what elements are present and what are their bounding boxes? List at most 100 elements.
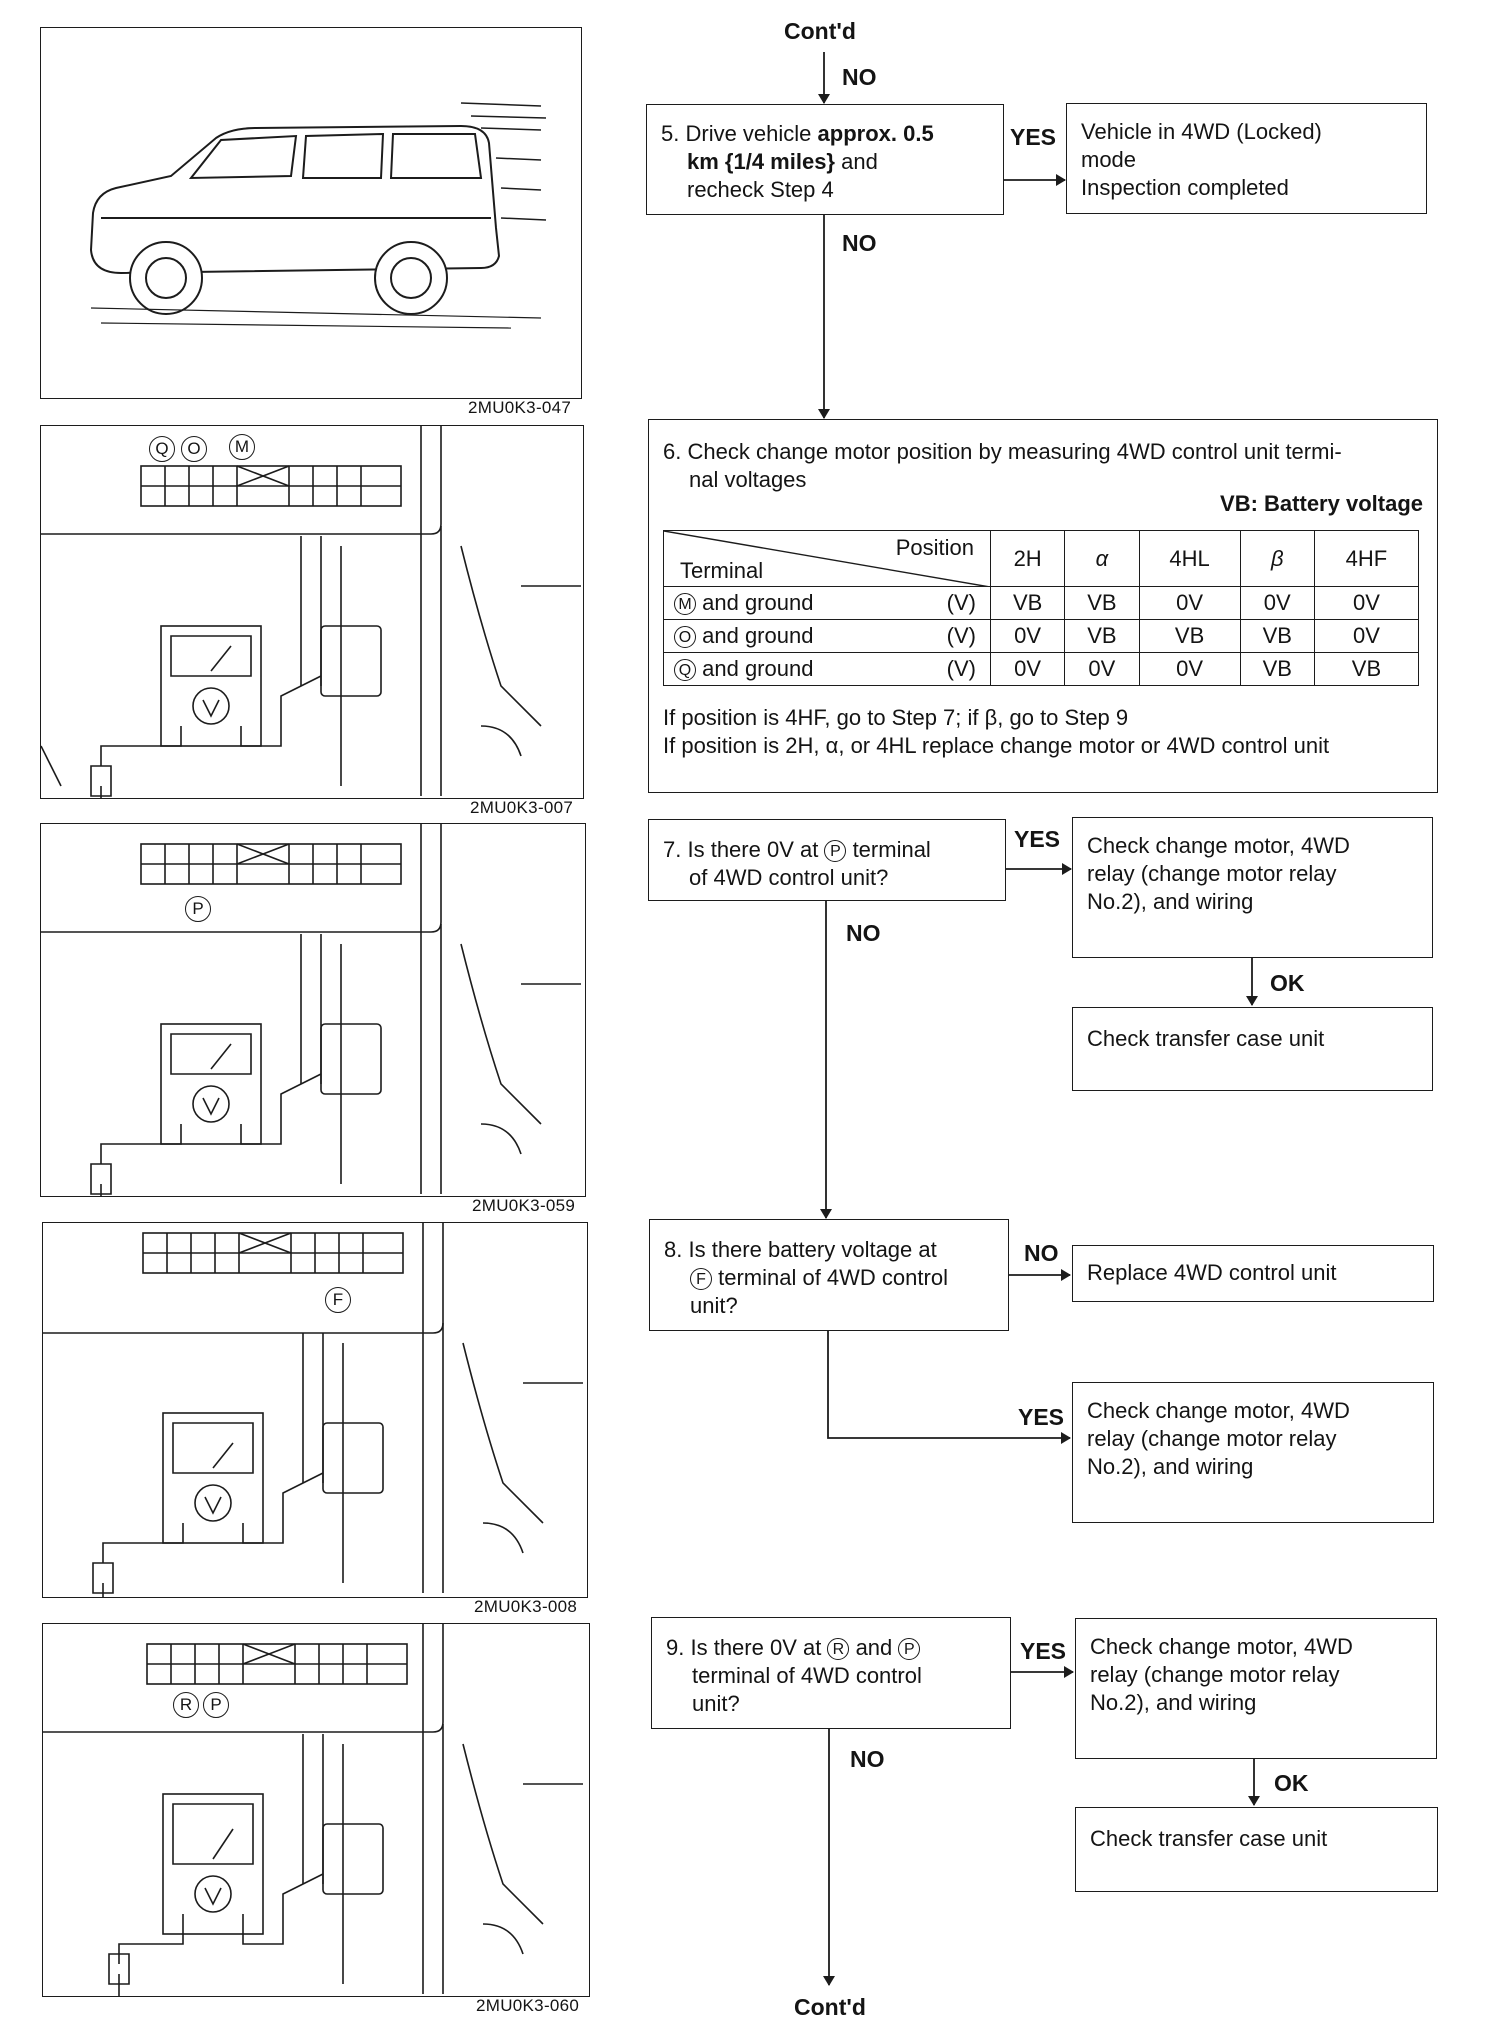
result-line: relay (change motor relay [1087,1426,1337,1451]
terminal-marker: Q [149,436,175,462]
meter-illustration-panel: P [40,823,586,1197]
no-label: NO [850,1746,885,1772]
step8-box: 8. Is there battery voltage at F termina… [649,1219,1009,1331]
step9-line1b: and [849,1635,899,1660]
step-number: 5. [661,121,680,146]
terminal-marker: Q [674,659,696,682]
step6-text-line1: 6. Check change motor position by measur… [663,438,1342,466]
terminal-cell: O and ground (V) [663,619,991,653]
battery-voltage-note: VB: Battery voltage [1220,491,1423,516]
table-cell: 0V [1313,619,1420,653]
connector-meter-icon [43,1223,583,1597]
table-cell: 0V [1138,586,1241,620]
step5-text-line3: recheck Step 4 [687,177,834,202]
figure-caption: 2MU0K3-007 [470,798,574,817]
step5-yes-result-box: Vehicle in 4WD (Locked) mode Inspection … [1066,103,1427,214]
terminal-cell: M and ground (V) [663,586,991,620]
vehicle-illustration-panel [40,27,582,399]
table-row: M and ground (V) VB VB 0V 0V 0V [663,586,1420,620]
step7-line1a: Is there 0V at [687,837,825,862]
no-label: NO [842,64,877,90]
result-line: Check transfer case unit [1087,1026,1325,1051]
step5-line2-bold: km {1/4 miles} [687,149,835,174]
corner-diagonal [664,531,990,587]
result-line: No.2), and wiring [1087,1454,1254,1479]
step7-ok-result-box: Check transfer case unit [1072,1007,1433,1091]
result-line: Check change motor, 4WD [1087,1398,1350,1423]
step6-text-line2: nal voltages [689,467,807,492]
terminal-label: and ground [702,656,814,681]
terminal-label: and ground [702,623,814,648]
column-header: α [1064,530,1140,587]
terminal-marker: M [229,434,255,460]
table-cell: VB [1239,619,1315,653]
figure-caption: 2MU0K3-047 [468,398,572,417]
step9-box: 9. Is there 0V at R and P terminal of 4W… [651,1617,1011,1729]
step7-yes-result-box: Check change motor, 4WD relay (change mo… [1072,817,1433,958]
terminal-marker: M [674,593,696,616]
table-cell: VB [989,586,1066,620]
meter-illustration-panel: R P [42,1623,590,1997]
step6-note1: If position is 4HF, go to Step 7; if β, … [663,705,1129,730]
step9-line1a: Is there 0V at [690,1635,828,1660]
ok-label: OK [1270,970,1305,996]
table-row: O and ground (V) 0V VB VB VB 0V [663,619,1420,653]
step8-text-line1: 8. Is there battery voltage at [664,1236,937,1264]
table-cell: VB [1064,619,1140,653]
result-line: Inspection completed [1081,175,1289,200]
table-corner-cell: Position Terminal [663,530,991,587]
step7-line1b: terminal [846,837,931,862]
terminal-marker: P [185,896,211,922]
step7-text-line2: of 4WD control unit? [689,865,889,890]
terminal-marker: R [173,1692,199,1718]
result-line: Vehicle in 4WD (Locked) [1081,119,1322,144]
suv-driving-icon [89,102,547,329]
meter-illustration-panel: F [42,1222,588,1598]
result-line: relay (change motor relay [1087,861,1337,886]
table-cell: 0V [989,652,1066,686]
table-cell: 0V [1138,652,1241,686]
figure-caption: 2MU0K3-060 [476,1996,580,2015]
connector-meter-icon [43,1624,583,1996]
table-row: Q and ground (V) 0V 0V 0V VB VB [663,652,1420,686]
table-cell: VB [1239,652,1315,686]
terminal-marker: F [690,1268,712,1291]
step7-text-line1: 7. Is there 0V at P terminal [663,836,931,864]
figure-caption: 2MU0K3-008 [474,1597,578,1616]
step5-text-line1: 5. Drive vehicle approx. 0.5 [661,120,934,148]
table-cell: VB [1064,586,1140,620]
result-line: No.2), and wiring [1087,889,1254,914]
terminal-marker: P [203,1692,229,1718]
column-header: 4HF [1313,530,1420,587]
connector-meter-icon [41,824,581,1196]
step8-no-result-box: Replace 4WD control unit [1072,1245,1434,1302]
table-cell: VB [1313,652,1420,686]
step-number: 8. [664,1237,683,1262]
no-label: NO [1024,1240,1059,1266]
position-voltage-table: Position Terminal 2H α 4HL β 4HF M and g… [663,530,1420,686]
step5-line1-bold: approx. 0.5 [817,121,934,146]
step5-box: 5. Drive vehicle approx. 0.5 km {1/4 mil… [646,104,1004,215]
step6-box: 6. Check change motor position by measur… [648,419,1438,793]
no-label: NO [846,920,881,946]
step9-ok-result-box: Check transfer case unit [1075,1807,1438,1892]
yes-label: YES [1014,826,1061,852]
step8-yes-result-box: Check change motor, 4WD relay (change mo… [1072,1382,1434,1523]
connector-meter-icon [40,426,581,798]
column-header: β [1239,530,1315,587]
result-line: Replace 4WD control unit [1087,1260,1337,1285]
step7-box: 7. Is there 0V at P terminal of 4WD cont… [648,819,1006,901]
table-cell: 0V [989,619,1066,653]
step6-line1: Check change motor position by measuring… [687,439,1342,464]
unit-label: (V) [946,656,976,681]
terminal-marker: P [824,840,847,863]
step9-text-line1: 9. Is there 0V at R and P [666,1634,921,1662]
position-header: Position [895,535,974,560]
unit-label: (V) [946,623,976,648]
table-cell: 0V [1313,586,1420,620]
step8-text-line2: F terminal of 4WD control [690,1264,948,1292]
terminal-marker: R [827,1638,850,1661]
result-line: Check transfer case unit [1090,1826,1328,1851]
top-continued-label: Cont'd [784,18,856,44]
result-line: Check change motor, 4WD [1090,1634,1353,1659]
